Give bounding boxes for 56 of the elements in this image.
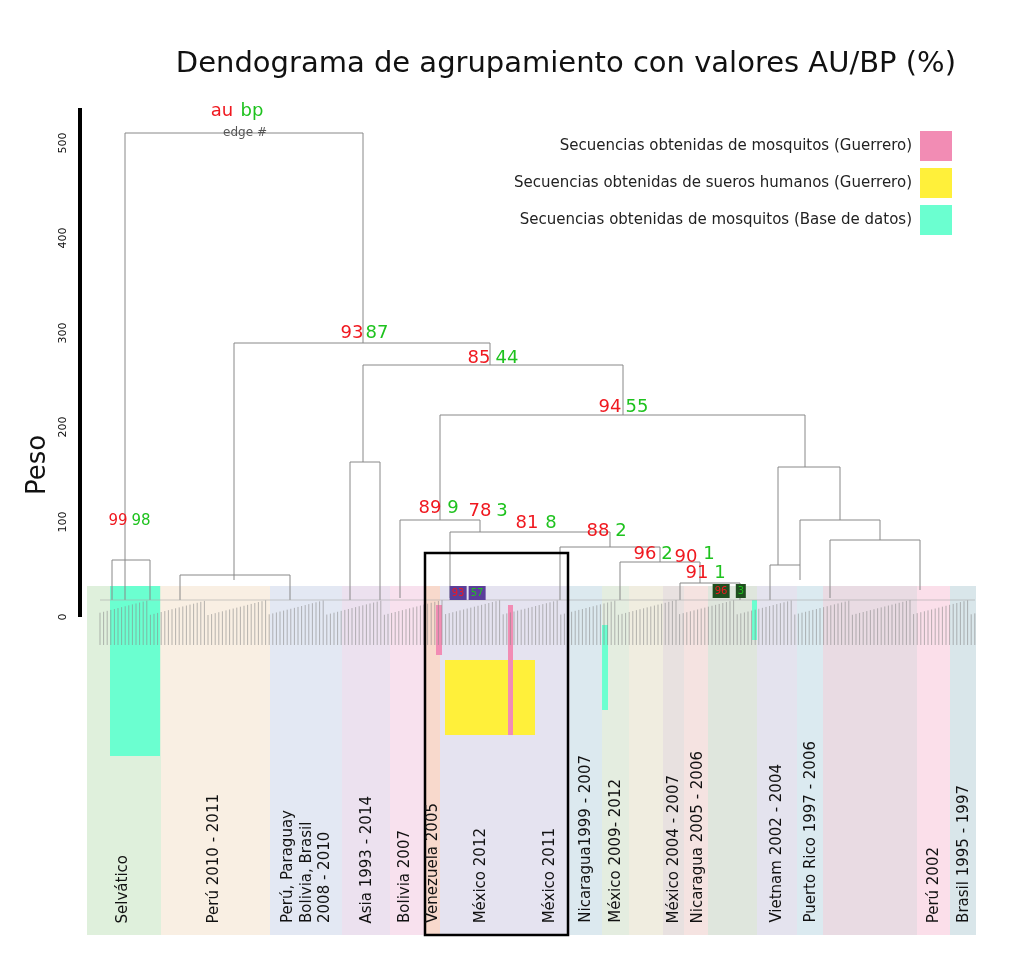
clade-label: Perú, Paraguay Bolivia, Brasil 2008 - 2010 <box>277 809 335 923</box>
clade-label: Venezuela 2005 <box>422 803 442 923</box>
support-value: 87 <box>365 323 389 341</box>
legend-label: Secuencias obtenidas de mosquitos (Base de datos) <box>519 212 912 227</box>
clade-label: México 2011 <box>539 827 559 923</box>
support-value: 94 <box>598 397 622 415</box>
support-value: 99 <box>108 512 128 528</box>
highlighted-support-value: 96 <box>712 584 730 598</box>
support-value: 91 <box>685 563 709 581</box>
clade-label: México 2004 - 2007 <box>663 774 683 923</box>
support-value: 90 <box>674 547 698 565</box>
support-value: 9 <box>447 498 459 516</box>
support-value: au <box>210 101 234 119</box>
axis-tick-label: 300 <box>56 322 68 344</box>
legend-label: Secuencias obtenidas de sueros humanos (Guerrero) <box>514 175 912 190</box>
axis-tick-label: 0 <box>56 613 68 621</box>
support-value: 78 <box>468 501 492 519</box>
axis-title: Peso <box>23 434 49 496</box>
support-value: 1 <box>703 544 715 562</box>
clade-label: Bolivia 2007 <box>394 830 414 923</box>
support-value: 1 <box>714 563 726 581</box>
highlighted-support-value: 3 <box>735 584 747 598</box>
support-value: 89 <box>418 498 442 516</box>
support-value: 2 <box>661 544 673 562</box>
legend-label: Secuencias obtenidas de mosquitos (Guerrero) <box>559 138 912 153</box>
support-value: 96 <box>633 544 657 562</box>
clade-label: Puerto Rico 1997 - 2006 <box>800 741 820 923</box>
edge-number-label: edge # <box>223 126 267 138</box>
chart-title: Dendograma de agrupamiento con valores AU/BP (%) <box>175 48 956 77</box>
support-value: 81 <box>515 513 539 531</box>
support-value: bp <box>240 101 264 119</box>
highlighted-support-value: 93 <box>449 586 467 600</box>
clade-label: Nicaragua 2005 - 2006 <box>687 750 707 923</box>
axis-tick-label: 100 <box>56 511 68 533</box>
clade-label: Brasil 1995 - 1997 <box>953 785 973 923</box>
clade-label: Vietnam 2002 - 2004 <box>766 764 786 923</box>
axis-tick-label: 500 <box>56 132 68 154</box>
support-value: 85 <box>467 348 491 366</box>
clade-label: Selvático <box>112 854 132 923</box>
clade-label: Nicaragua1999 - 2007 <box>575 755 595 923</box>
clade-label: México 2009- 2012 <box>605 779 625 923</box>
highlighted-support-value: 57 <box>468 586 486 600</box>
support-value: 2 <box>615 521 627 539</box>
clade-label: Perú 2002 <box>923 846 943 923</box>
clade-label: Perú 2010 - 2011 <box>203 793 223 923</box>
support-value: 88 <box>586 521 610 539</box>
clade-label: Asia 1993 - 2014 <box>356 795 376 923</box>
support-value: 55 <box>625 397 649 415</box>
axis-tick-label: 400 <box>56 227 68 249</box>
axis-tick-label: 200 <box>56 416 68 438</box>
support-value: 3 <box>496 501 508 519</box>
support-value: 93 <box>340 323 364 341</box>
support-value: 98 <box>131 512 151 528</box>
clade-label: México 2012 <box>470 827 490 923</box>
support-value: 8 <box>545 513 557 531</box>
support-value: 44 <box>495 348 519 366</box>
